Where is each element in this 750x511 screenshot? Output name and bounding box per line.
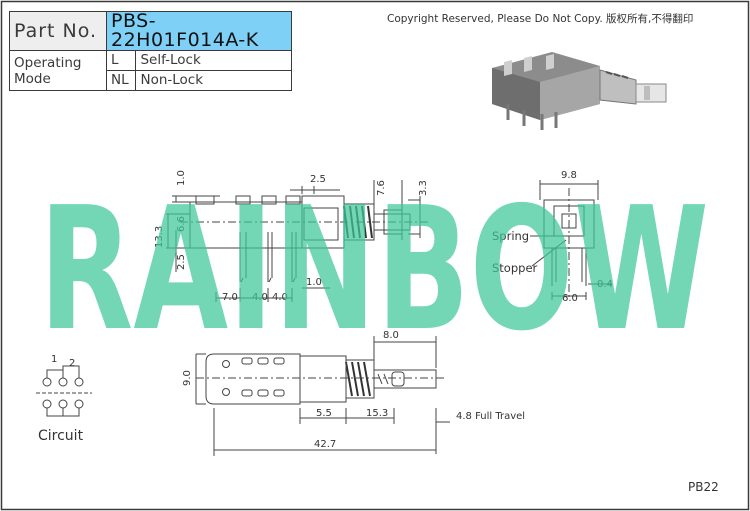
label-stopper: Stopper (492, 261, 538, 275)
dim-42-7: 42.7 (314, 439, 336, 450)
mode-name-self-lock: Self-Lock (135, 50, 292, 71)
dim-2-5-side: 2.5 (176, 254, 187, 270)
side-view (166, 180, 430, 302)
part-number: PBS-22H01F014A-K (106, 11, 292, 51)
top-view (195, 336, 450, 456)
mode-name-non-lock: Non-Lock (135, 70, 292, 91)
dim-5-5: 5.5 (316, 408, 332, 419)
top-housing (205, 353, 301, 405)
product-photo (492, 52, 667, 130)
dim-7-0: 7.0 (222, 292, 238, 303)
operating-mode-label: Operating Mode (9, 50, 107, 91)
dim-6-0: 6.0 (562, 293, 578, 304)
circuit-pin (42, 377, 52, 387)
circuit-pin-2: 2 (69, 358, 75, 369)
part-info-table: Part No. PBS-22H01F014A-K Operating Mode… (9, 11, 292, 91)
dim-4-0-a: 4.0 (252, 292, 268, 303)
dim-1-0-bottom: 1.0 (306, 277, 322, 288)
dim-1-0-top: 1.0 (176, 170, 187, 186)
circuit-diagram (36, 365, 92, 417)
dim-0-4: 0.4 (597, 279, 613, 290)
watermark-text: RAINBOW (39, 171, 709, 369)
circuit-pin-1: 1 (51, 354, 57, 365)
dim-full-travel: 4.8 Full Travel (456, 411, 525, 422)
end-view (530, 180, 612, 300)
copyright-notice: Copyright Reserved, Please Do Not Copy. … (387, 13, 694, 25)
dim-8-0: 8.0 (383, 330, 399, 341)
dim-6-6: 6.6 (176, 216, 187, 232)
mode-code-nl: NL (105, 70, 137, 91)
dim-9-8: 9.8 (561, 170, 577, 181)
dim-7-6: 7.6 (376, 180, 387, 196)
dim-9-0: 9.0 (182, 370, 193, 386)
dim-4-0-b: 4.0 (272, 292, 288, 303)
circuit-label: Circuit (38, 428, 84, 444)
dim-13-3: 13.3 (154, 226, 165, 248)
mode-code-l: L (105, 50, 137, 71)
part-label: Part No. (9, 11, 107, 51)
dim-3-3: 3.3 (418, 180, 429, 196)
drawing-code: PB22 (688, 480, 719, 494)
label-spring: Spring (492, 229, 529, 243)
dim-2-5-top: 2.5 (310, 174, 326, 185)
dim-15-3: 15.3 (366, 408, 388, 419)
